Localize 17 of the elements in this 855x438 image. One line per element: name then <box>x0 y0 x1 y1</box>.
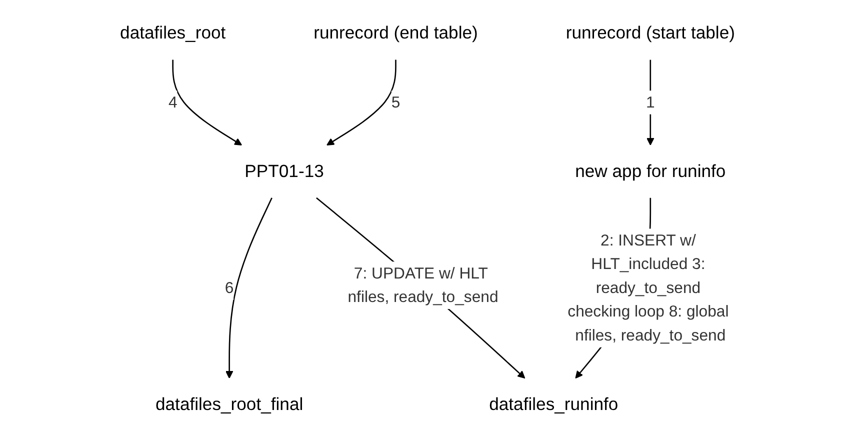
edge-label: 1 <box>646 93 655 111</box>
arrow <box>172 60 242 146</box>
arrow <box>225 198 272 379</box>
edge-label: 7: UPDATE w/ HLT nfiles, ready_to_send <box>348 264 498 306</box>
node-text: runrecord (end table) <box>314 24 478 44</box>
node-text: new app for runinfo <box>575 162 726 182</box>
node-text: runrecord (start table) <box>566 24 735 44</box>
edge-label: 4 <box>168 93 178 111</box>
edge-label: 6 <box>224 278 234 296</box>
arrow <box>326 60 396 146</box>
node-text: datafiles_runinfo <box>489 394 618 414</box>
edge-label: 5 <box>391 93 400 111</box>
node-text: datafiles_root_final <box>155 394 304 414</box>
edge-label: 2: INSERT w/ HLT_included 3: ready_to_send checking loop 8: global nfiles, ready_to_send <box>568 231 729 344</box>
node-text: datafiles_root <box>120 24 226 44</box>
arrow <box>316 197 526 379</box>
node-text: PPT01-13 <box>244 162 324 182</box>
